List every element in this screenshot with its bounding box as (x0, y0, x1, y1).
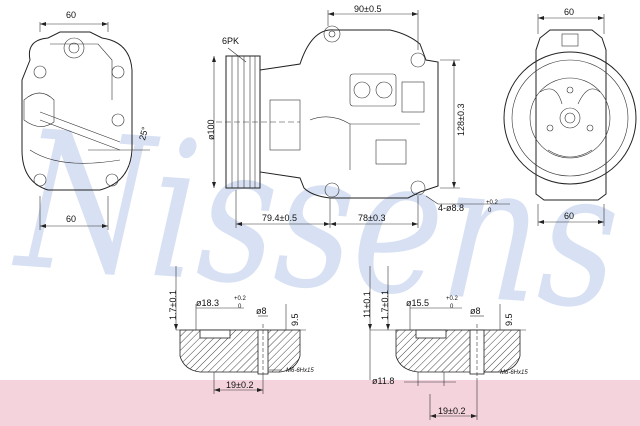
side-top-width: 90±0.5 (354, 4, 381, 14)
right-spacing: 19±0.2 (438, 406, 465, 416)
right-depth-2: 1.7±0.1 (380, 290, 390, 320)
side-holes: 4-ø8.8 (438, 203, 464, 213)
rear-bottom-width: 60 (66, 214, 76, 224)
right-thread: M6-6Hx15 (500, 370, 528, 376)
rear-view: 60 25° 60 (21, 10, 150, 230)
pulley-label: 6PK (222, 36, 239, 46)
side-holes-tol: +0.2 (486, 200, 499, 206)
left-bore-tol: +0.2 (234, 296, 247, 302)
right-height: 9.5 (504, 313, 514, 326)
right-bore: ø15.5 (406, 298, 429, 308)
port-detail-left: 1.7±0.1 ø18.3 +0.2 0 ø8 9.5 M6-6Hx15 19±… (168, 266, 314, 394)
front-view: 60 60 (503, 7, 637, 226)
left-hole: ø8 (256, 306, 267, 316)
right-bore-tol: +0.2 (446, 296, 459, 302)
front-top-width: 60 (564, 7, 574, 17)
rear-top-width: 60 (66, 10, 76, 20)
watermark: Nissens (8, 89, 625, 352)
left-spacing: 19±0.2 (226, 380, 253, 390)
right-bore-tol-low: 0 (450, 304, 454, 310)
front-bottom-width: 60 (564, 211, 574, 221)
pink-band (0, 380, 640, 426)
side-holes-tol-low: 0 (488, 208, 492, 214)
right-depth: 11±0.1 (362, 291, 372, 318)
rear-angle: 25° (137, 125, 150, 141)
side-view: 6PK ø100 (206, 4, 510, 228)
left-height: 9.5 (290, 313, 300, 326)
side-height: 128±0.3 (456, 104, 466, 136)
side-right-length: 78±0.3 (358, 213, 385, 223)
left-depth: 1.7±0.1 (168, 290, 178, 320)
left-bore-tol-low: 0 (238, 304, 242, 310)
pulley-diameter: ø100 (206, 119, 216, 140)
left-bore: ø18.3 (196, 298, 219, 308)
right-hole: ø8 (470, 306, 481, 316)
left-thread: M6-6Hx15 (286, 368, 314, 374)
port-detail-right: 11±0.1 1.7±0.1 ø15.5 +0.2 0 ø8 9.5 M6-6H… (362, 266, 528, 420)
right-inner: ø11.8 (372, 376, 394, 386)
side-left-length: 79.4±0.5 (262, 213, 297, 223)
